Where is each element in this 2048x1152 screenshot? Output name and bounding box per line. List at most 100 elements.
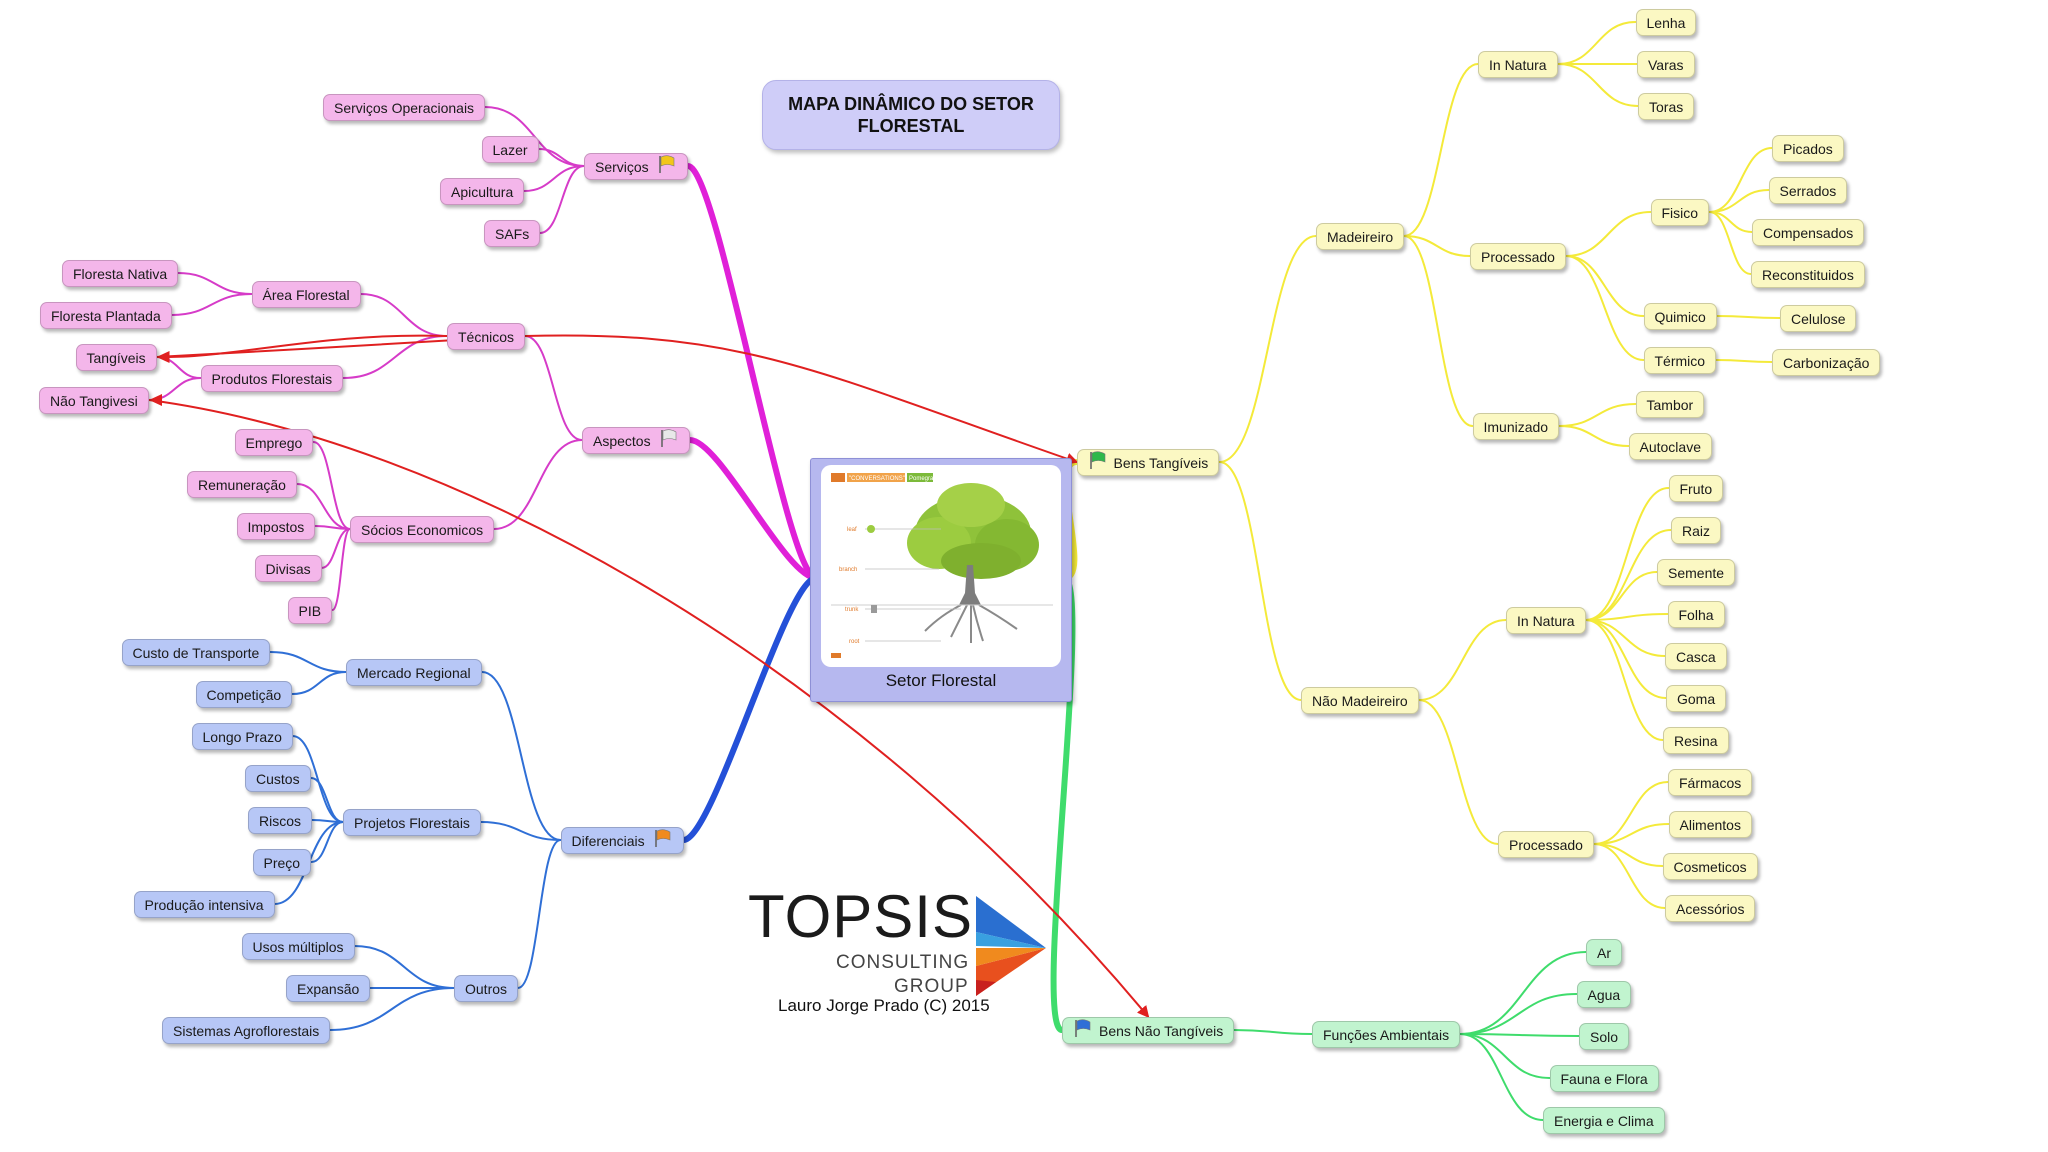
branch-connector — [1708, 147, 1773, 213]
topic-goma[interactable]: Goma — [1666, 684, 1727, 712]
topic-servicos[interactable]: Serviços — [584, 152, 688, 180]
topic-label: Acessórios — [1676, 900, 1745, 917]
topic-agua[interactable]: Agua — [1576, 980, 1632, 1008]
topic-diferenciais[interactable]: Diferenciais — [560, 826, 684, 854]
topic-proj-flor[interactable]: Projetos Florestais — [343, 808, 481, 836]
topic-compensados[interactable]: Compensados — [1752, 218, 1865, 246]
topic-alimentos[interactable]: Alimentos — [1668, 810, 1752, 838]
topic-socios[interactable]: Sócios Economicos — [350, 515, 495, 543]
topic-label: Alimentos — [1679, 816, 1741, 833]
branch-connector — [310, 777, 344, 823]
central-topic[interactable]: "CONVERSATIONS" Pomegran leaf branch tru… — [810, 458, 1072, 702]
topic-longo-prazo[interactable]: Longo Prazo — [191, 722, 293, 750]
topic-resina[interactable]: Resina — [1663, 726, 1729, 754]
branch-connector — [481, 671, 562, 841]
topic-apicultura[interactable]: Apicultura — [440, 177, 525, 205]
branch-connector — [291, 671, 347, 695]
branch-connector — [1403, 235, 1474, 427]
topic-label: Apicultura — [451, 183, 514, 200]
topic-remun[interactable]: Remuneração — [187, 470, 297, 498]
branch-connector — [1459, 1033, 1544, 1121]
topic-folha[interactable]: Folha — [1667, 600, 1725, 628]
topic-label: Expansão — [297, 980, 360, 997]
branch-connector — [331, 528, 351, 611]
topic-processado1[interactable]: Processado — [1470, 242, 1566, 270]
topic-custos[interactable]: Custos — [245, 764, 311, 792]
topic-madeireiro[interactable]: Madeireiro — [1316, 222, 1405, 250]
topic-preco[interactable]: Preço — [252, 848, 312, 876]
topic-farmacos[interactable]: Fármacos — [1668, 768, 1753, 796]
topic-impostos[interactable]: Impostos — [236, 512, 316, 540]
topic-aspectos[interactable]: Aspectos — [582, 426, 690, 454]
branch-connector — [1557, 63, 1639, 107]
topic-processado2[interactable]: Processado — [1498, 830, 1594, 858]
topic-competicao[interactable]: Competição — [195, 680, 293, 708]
branch-connector — [269, 651, 347, 673]
topic-carboniz[interactable]: Carbonização — [1772, 348, 1881, 376]
topic-toras[interactable]: Toras — [1638, 92, 1695, 120]
topic-acessorios[interactable]: Acessórios — [1665, 894, 1756, 922]
topic-emprego[interactable]: Emprego — [234, 428, 314, 456]
topic-serv-op[interactable]: Serviços Operacionais — [323, 93, 486, 121]
topic-tecnicos[interactable]: Técnicos — [447, 322, 526, 350]
slide-header-text: "CONVERSATIONS" — [849, 476, 905, 482]
topic-picados[interactable]: Picados — [1772, 134, 1844, 162]
topic-cosmeticos[interactable]: Cosmeticos — [1662, 852, 1758, 880]
topic-serrados[interactable]: Serrados — [1768, 176, 1848, 204]
topic-prod-intens[interactable]: Produção intensiva — [133, 890, 275, 918]
topic-divisas[interactable]: Divisas — [254, 554, 322, 582]
topic-label: Toras — [1649, 98, 1684, 115]
topic-usos-mult[interactable]: Usos múltiplos — [241, 932, 355, 960]
topic-flor-plantada[interactable]: Floresta Plantada — [40, 301, 172, 329]
topic-lazer[interactable]: Lazer — [481, 135, 539, 163]
topic-fauna[interactable]: Fauna e Flora — [1549, 1064, 1659, 1092]
topic-imunizado[interactable]: Imunizado — [1472, 412, 1560, 440]
topic-reconst[interactable]: Reconstituidos — [1751, 260, 1865, 288]
topic-in-natura2[interactable]: In Natura — [1506, 606, 1586, 634]
topic-varas[interactable]: Varas — [1637, 50, 1695, 78]
topic-area-flor[interactable]: Área Florestal — [251, 280, 361, 308]
logo-line-consulting: CONSULTING — [836, 952, 970, 973]
topic-nao-mad[interactable]: Não Madeireiro — [1301, 686, 1419, 714]
topic-label: Semente — [1668, 564, 1725, 581]
topic-in-natura1[interactable]: In Natura — [1478, 50, 1558, 78]
topic-energia[interactable]: Energia e Clima — [1543, 1106, 1665, 1134]
topic-prod-flor[interactable]: Produtos Florestais — [200, 364, 344, 392]
topic-semente[interactable]: Semente — [1657, 558, 1736, 586]
topic-bens-nao-tang[interactable]: Bens Não Tangíveis — [1062, 1016, 1235, 1044]
topic-label: Processado — [1481, 248, 1555, 265]
map-title[interactable]: MAPA DINÂMICO DO SETOR FLORESTAL — [762, 80, 1060, 150]
topic-expansao[interactable]: Expansão — [286, 974, 371, 1002]
topic-label: Madeireiro — [1327, 228, 1394, 245]
topic-custo-transp[interactable]: Custo de Transporte — [121, 638, 271, 666]
topic-safs[interactable]: SAFs — [484, 219, 541, 247]
topic-fisico[interactable]: Fisico — [1650, 198, 1710, 226]
branch-connector — [493, 439, 583, 530]
topic-quimico[interactable]: Quimico — [1643, 302, 1717, 330]
topic-sist-agro[interactable]: Sistemas Agroflorestais — [162, 1016, 331, 1044]
topic-fruto[interactable]: Fruto — [1668, 474, 1724, 502]
topic-merc-reg[interactable]: Mercado Regional — [346, 658, 482, 686]
topic-autoclave[interactable]: Autoclave — [1628, 432, 1712, 460]
topic-func-amb[interactable]: Funções Ambientais — [1312, 1020, 1461, 1048]
topic-label: Riscos — [259, 812, 302, 829]
topic-bens-tang[interactable]: Bens Tangíveis — [1076, 448, 1220, 476]
topic-casca[interactable]: Casca — [1665, 642, 1727, 670]
topic-lenha[interactable]: Lenha — [1635, 8, 1697, 36]
topic-termico[interactable]: Térmico — [1643, 346, 1717, 374]
branch-connector — [1585, 619, 1664, 741]
topic-riscos[interactable]: Riscos — [248, 806, 313, 834]
topic-outros[interactable]: Outros — [454, 974, 519, 1002]
map-title-text: MAPA DINÂMICO DO SETOR FLORESTAL — [788, 94, 1034, 136]
topic-pib[interactable]: PIB — [287, 596, 333, 624]
topic-flor-nativa[interactable]: Floresta Nativa — [62, 259, 179, 287]
topic-ar[interactable]: Ar — [1586, 938, 1622, 966]
topic-solo[interactable]: Solo — [1579, 1022, 1630, 1050]
topic-raiz[interactable]: Raiz — [1671, 516, 1722, 544]
topic-nao-tangivel[interactable]: Não Tangivesi — [39, 386, 149, 414]
topic-tambor[interactable]: Tambor — [1635, 390, 1705, 418]
slide-label-trunk: trunk — [845, 607, 859, 613]
topic-tangiveis[interactable]: Tangíveis — [75, 343, 157, 371]
topic-celulose[interactable]: Celulose — [1780, 304, 1857, 332]
